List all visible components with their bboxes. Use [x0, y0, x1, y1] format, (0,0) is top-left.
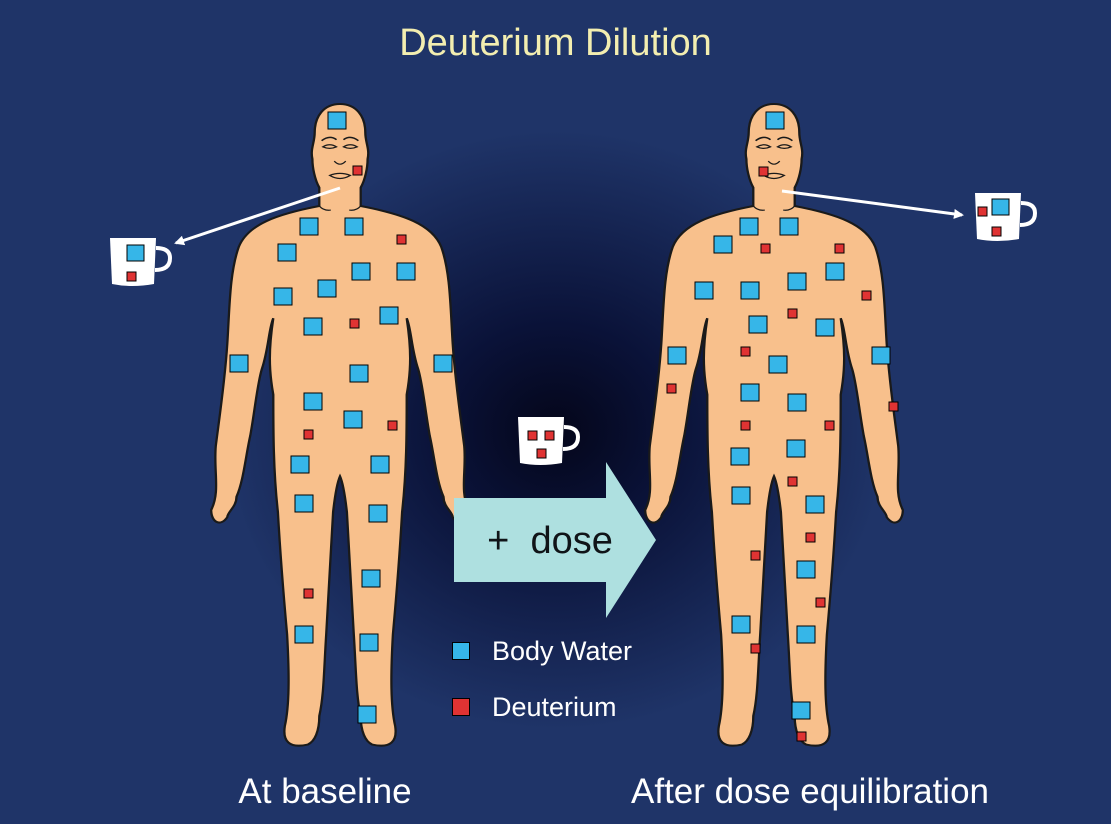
- equilibrated-mug: [973, 191, 1037, 243]
- baseline-sample-arrow: [174, 186, 341, 246]
- dose-arrow-label: + dose: [487, 520, 613, 562]
- legend-item-body-water: Body Water: [452, 636, 632, 666]
- human-figure-icon: [210, 102, 470, 747]
- human-figure-icon: [644, 102, 904, 747]
- baseline-figure: [210, 102, 470, 747]
- legend-label: Body Water: [492, 635, 633, 666]
- after-caption: After dose equilibration: [631, 772, 989, 811]
- baseline-caption: At baseline: [238, 772, 412, 811]
- legend-item-deuterium: Deuterium: [452, 692, 617, 722]
- legend-label: Deuterium: [492, 691, 617, 722]
- baseline-mug: [108, 236, 172, 288]
- equilibrated-figure: [644, 102, 904, 747]
- dose-mug: [516, 415, 580, 467]
- diagram-title: Deuterium Dilution: [399, 22, 712, 64]
- arrow-right-icon: [454, 462, 656, 618]
- mug-icon: [516, 415, 580, 467]
- equilibrated-sample-arrow: [781, 189, 964, 219]
- body-water-swatch: [452, 642, 470, 660]
- deuterium-swatch: [452, 698, 470, 716]
